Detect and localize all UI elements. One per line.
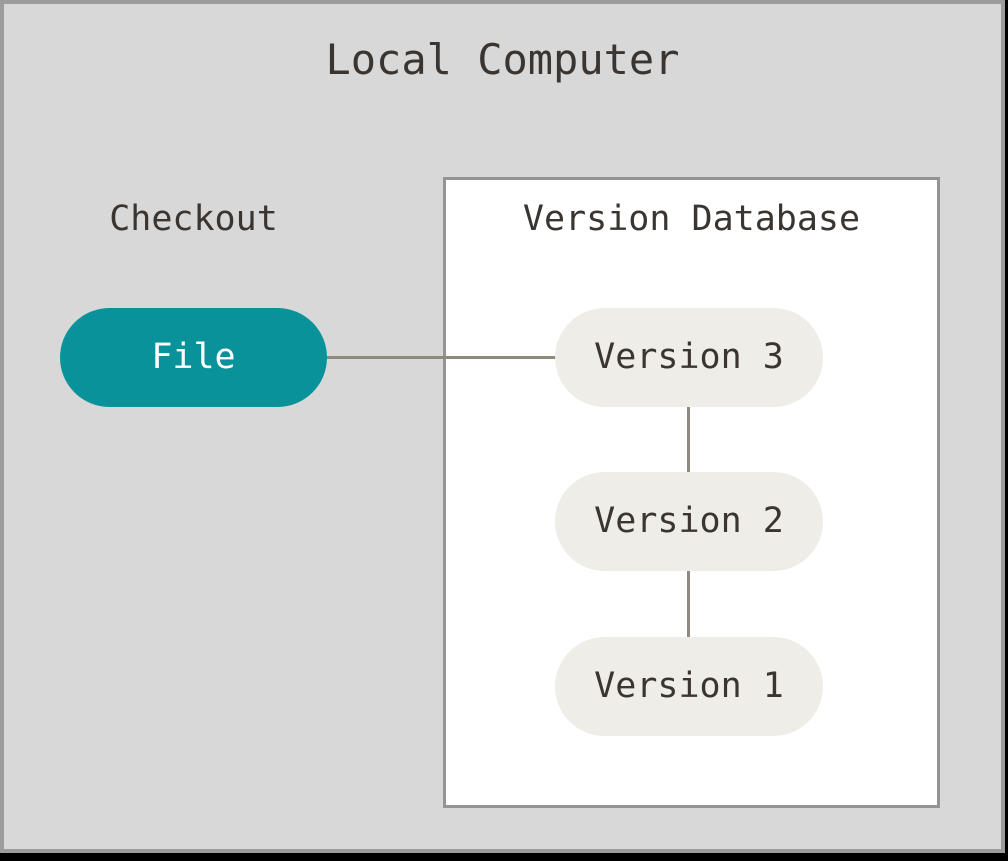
checkout-label: Checkout <box>109 199 278 239</box>
version2-to-version1-connector-line <box>687 571 690 638</box>
file-to-version3-connector-line <box>327 356 556 359</box>
version-2-pill: Version 2 <box>555 472 823 571</box>
local-computer-title: Local Computer <box>325 35 680 84</box>
file-node-pill: File <box>60 308 327 407</box>
version3-to-version2-connector-line <box>687 406 690 473</box>
version-database-title: Version Database <box>522 199 861 239</box>
version-1-pill: Version 1 <box>555 637 823 736</box>
version-3-pill: Version 3 <box>555 308 823 407</box>
